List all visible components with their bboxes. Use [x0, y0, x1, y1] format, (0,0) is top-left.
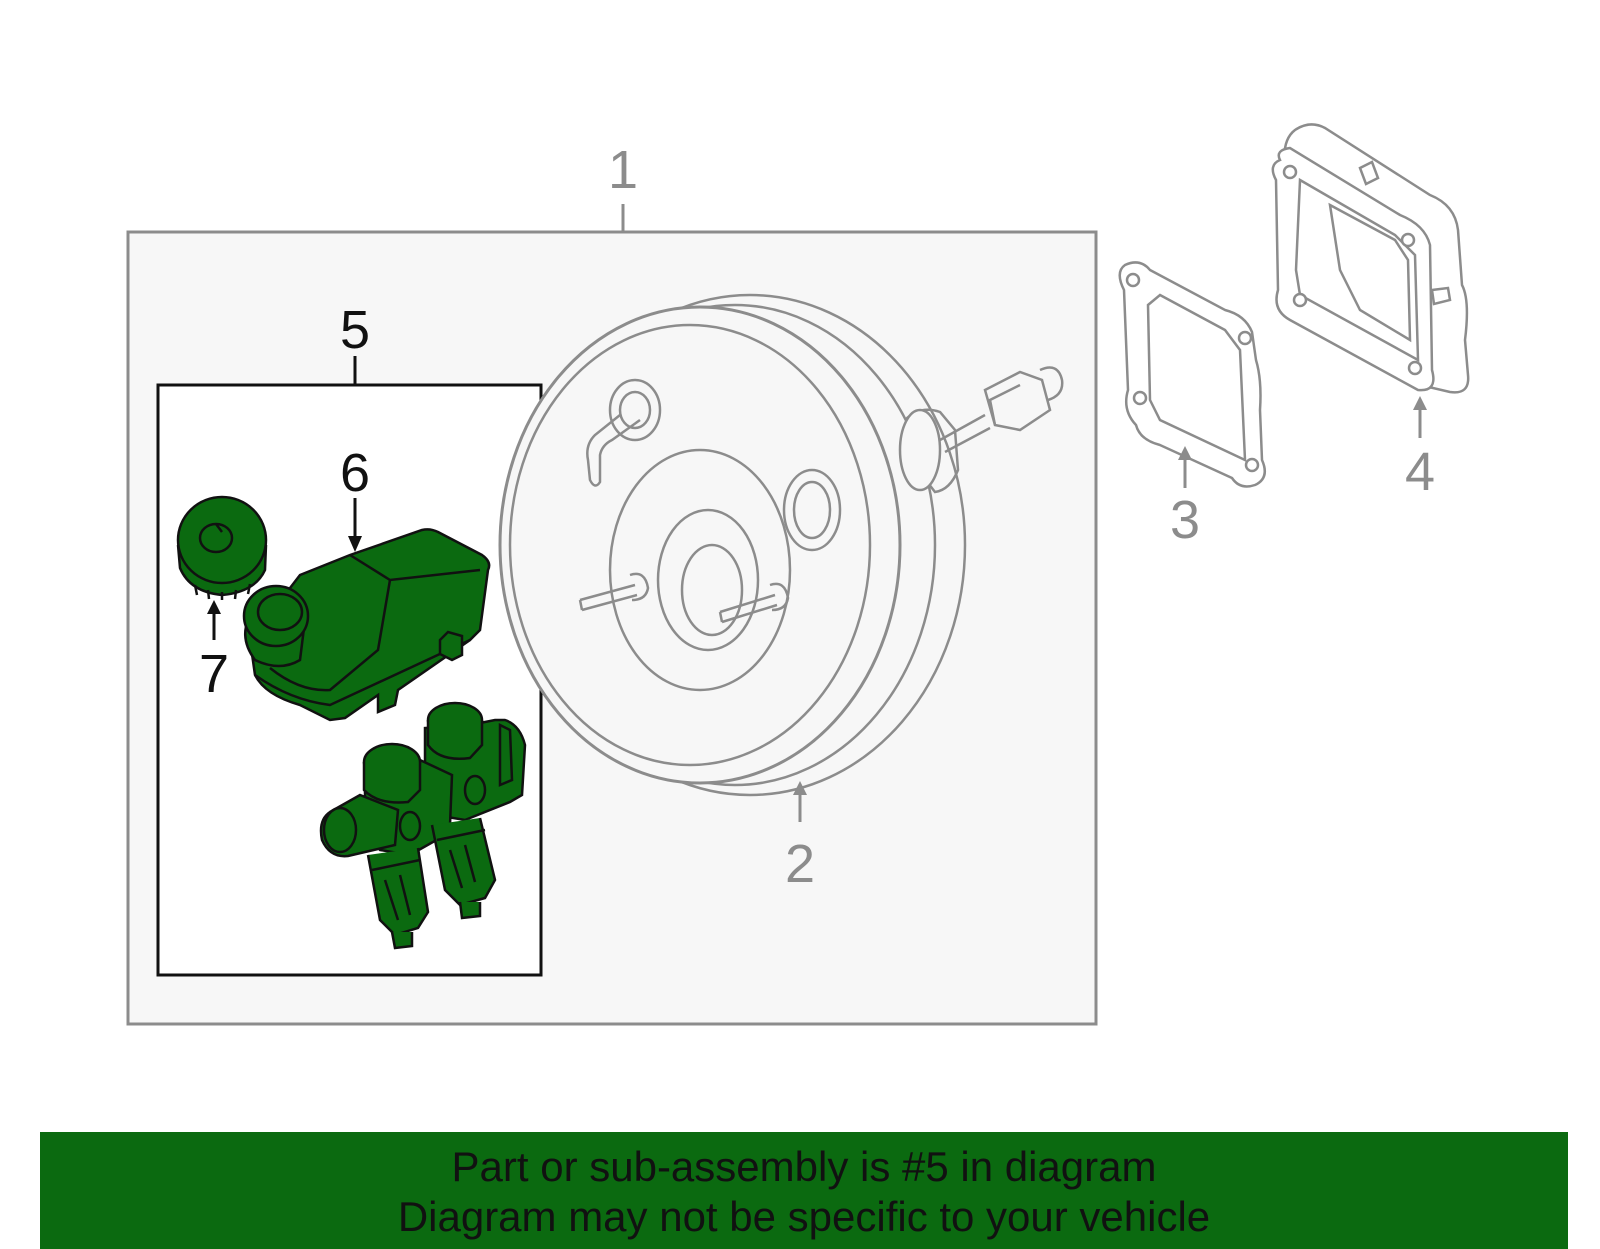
callout-4-arrow [1413, 396, 1427, 410]
callout-3[interactable]: 3 [1170, 490, 1200, 550]
callout-4[interactable]: 4 [1405, 442, 1435, 502]
callout-5[interactable]: 5 [340, 300, 370, 360]
callout-2[interactable]: 2 [785, 834, 815, 894]
info-banner: Part or sub-assembly is #5 in diagram Di… [40, 1132, 1568, 1249]
banner-line-2: Diagram may not be specific to your vehi… [397, 1193, 1211, 1240]
callout-2-arrow [793, 781, 807, 795]
fluid-reservoir [242, 528, 491, 722]
cover-plate [1271, 123, 1470, 394]
brake-booster [498, 293, 1064, 797]
master-cylinder [319, 701, 527, 950]
gasket [1118, 261, 1267, 488]
callout-7[interactable]: 7 [199, 644, 229, 704]
banner-line-1: Part or sub-assembly is #5 in diagram [451, 1143, 1157, 1190]
callout-7-arrow [207, 600, 221, 614]
callout-6[interactable]: 6 [340, 443, 370, 503]
callout-3-arrow [1178, 446, 1192, 460]
callout-1[interactable]: 1 [608, 140, 638, 200]
callout-6-arrow [348, 536, 362, 552]
reservoir-cap [176, 495, 268, 600]
